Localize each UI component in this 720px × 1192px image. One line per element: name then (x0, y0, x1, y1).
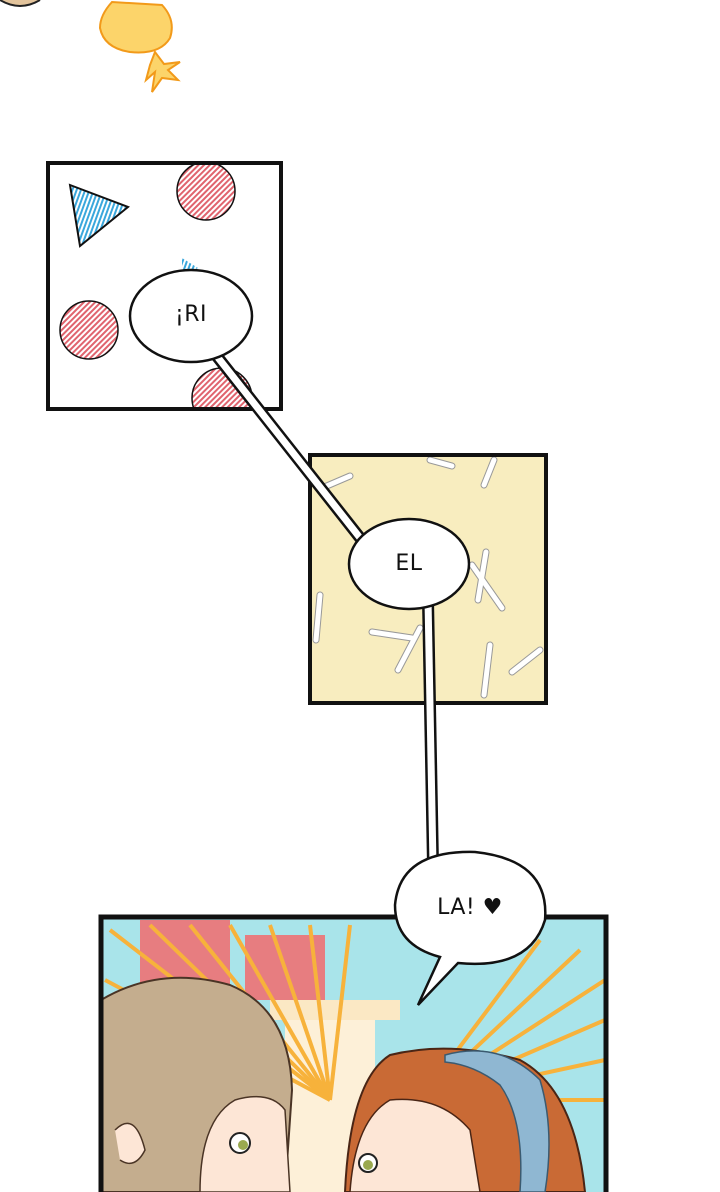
top-ornament (0, 0, 181, 93)
circle-pattern-icon (176, 163, 236, 221)
speech-bubble-2 (347, 517, 471, 611)
triangle-shape-icon (68, 183, 130, 248)
flower-ornament-icon (98, 0, 181, 93)
bubble-tails (207, 346, 439, 866)
bubble-1-text: ¡RI (174, 302, 208, 327)
bubble-3-text: LA! ♥ (437, 895, 503, 920)
bubble-2-text: EL (395, 551, 423, 576)
speech-bubble-3 (393, 850, 547, 1006)
panel-3 (98, 914, 609, 1192)
speech-bubble-1 (128, 268, 254, 364)
